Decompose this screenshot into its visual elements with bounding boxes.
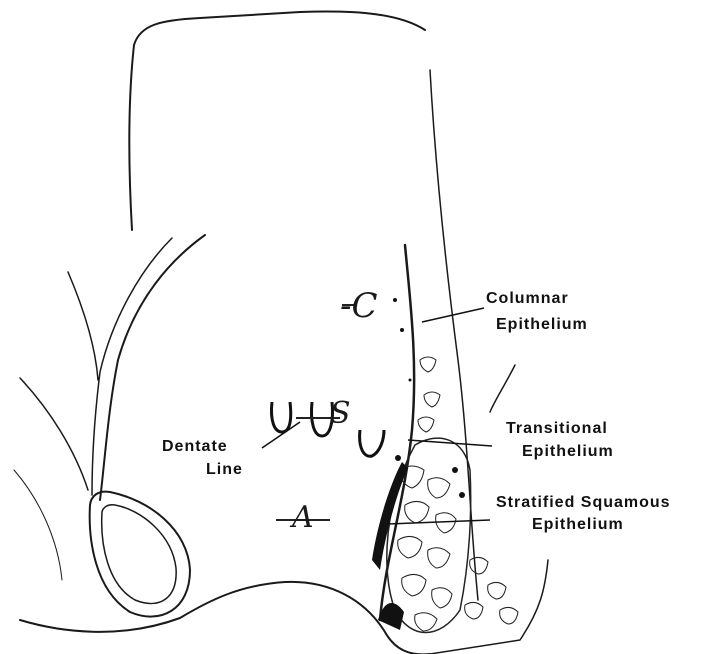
- stratified-leader: [388, 520, 490, 524]
- levator-muscle-outer: [100, 235, 205, 500]
- handwritten-c: -C: [340, 286, 378, 326]
- right-skin: [430, 560, 548, 654]
- label-stratified-squamous: Stratified Squamous: [496, 492, 671, 513]
- anal-column-3: [360, 430, 384, 456]
- rectum-wall-outline: [129, 12, 425, 230]
- label-transitional: Transitional: [506, 418, 608, 439]
- left-contour-1: [68, 272, 98, 380]
- label-columnar-epithelium: Epithelium: [496, 314, 588, 335]
- handwritten-s: S: [330, 396, 351, 431]
- perianal-skin: [20, 582, 430, 654]
- left-contour-3: [14, 470, 62, 580]
- label-transitional-epithelium: Epithelium: [522, 441, 614, 462]
- dentate-leader: [262, 422, 300, 448]
- label-dentate-line: Line: [206, 459, 243, 480]
- left-contour-2: [20, 378, 88, 490]
- handwritten-a: A: [292, 500, 314, 535]
- label-stratified-epithelium: Epithelium: [532, 514, 624, 535]
- anal-column-1: [271, 402, 290, 432]
- label-columnar: Columnar: [486, 288, 569, 309]
- right-outer-stroke: [490, 365, 515, 412]
- label-dentate: Dentate: [162, 436, 228, 457]
- leader-lines: [262, 308, 492, 524]
